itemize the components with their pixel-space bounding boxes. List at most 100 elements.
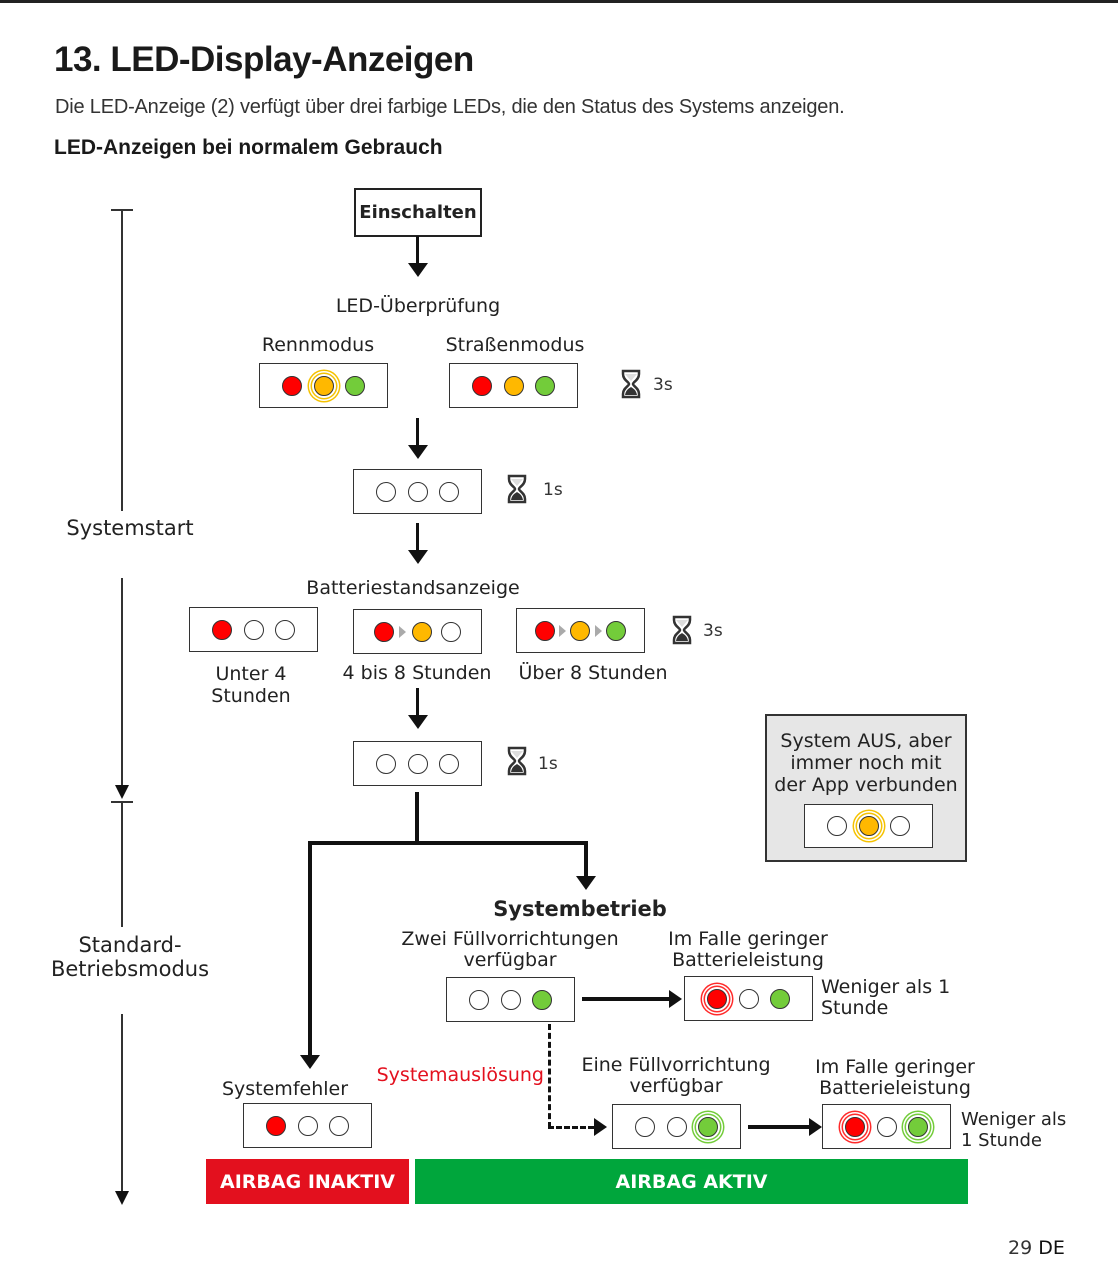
phase-standard-label: Standard- Betriebsmodus <box>35 933 225 981</box>
battery-level-mid-panel <box>353 609 482 654</box>
hourglass-icon <box>621 369 641 399</box>
system-off-app-text: System AUS, aber immer noch mit der App … <box>767 730 965 796</box>
sequence-arrow-icon <box>594 624 602 637</box>
arrow-shaft <box>416 418 419 446</box>
label-line: Im Falle geringer <box>668 928 828 950</box>
led-off <box>275 619 296 640</box>
battery-level-mid-label: 4 bis 8 Stunden <box>342 662 492 684</box>
system-error-label: Systemfehler <box>221 1078 349 1100</box>
led-off <box>407 753 428 774</box>
led-green-on <box>770 988 791 1009</box>
pause1-duration: 1s <box>543 480 563 500</box>
trigger-dashed-horizontal <box>548 1126 594 1129</box>
low-battery-1-led-panel <box>684 976 813 1021</box>
led-orange-on <box>411 621 432 642</box>
arrow-shaft <box>416 236 419 264</box>
branch-right-line <box>584 841 588 877</box>
led-off <box>439 481 460 502</box>
led-red-blinking <box>844 1116 865 1137</box>
power-on-box: Einschalten <box>354 188 482 237</box>
led-off <box>441 621 462 642</box>
arrow-head <box>408 550 428 564</box>
system-trigger-label: Systemauslösung <box>376 1064 544 1086</box>
led-off <box>500 989 521 1010</box>
language-code: DE <box>1038 1237 1065 1259</box>
led-red-blinking <box>706 988 727 1009</box>
battery-level-high-panel <box>516 608 645 653</box>
one-inflator-led-panel <box>612 1104 741 1149</box>
phase-systemstart-label: Systemstart <box>66 516 194 540</box>
arrow-head <box>300 1055 320 1069</box>
page-title: 13. LED-Display-Anzeigen <box>54 40 474 79</box>
led-red-on <box>211 619 232 640</box>
pause1-led-panel <box>353 469 482 514</box>
label-line: Zwei Füllvorrichtungen <box>401 928 619 950</box>
arrow-shaft <box>416 523 419 551</box>
timeline-line-1 <box>121 209 123 511</box>
trigger-dashed-vertical <box>548 1024 551 1128</box>
system-off-app-led-panel <box>804 804 933 848</box>
led-green-blinking <box>908 1116 929 1137</box>
battery-level-low-label: Unter 4 Stunden <box>190 663 312 707</box>
led-red-on <box>265 1115 286 1136</box>
battery-title: Batteriestandsanzeige <box>306 577 520 599</box>
pause2-led-panel <box>353 741 482 786</box>
led-green-on <box>532 989 553 1010</box>
sequence-arrow-icon <box>399 625 407 638</box>
section-subtitle: LED-Anzeigen bei normalem Gebrauch <box>54 136 443 159</box>
battery-duration: 3s <box>703 621 723 641</box>
timeline-end-arrow <box>115 1191 129 1205</box>
label-line: Batterieleistung <box>819 1077 971 1099</box>
timeline-arrow-1 <box>115 785 129 799</box>
note-line: 1 Stunde <box>961 1130 1042 1151</box>
label-line: Batterieleistung <box>672 949 824 971</box>
timeline-line-2 <box>121 578 123 786</box>
led-orange-on <box>570 620 591 641</box>
low-battery-2-label: Im Falle geringer Batterieleistung <box>795 1057 995 1099</box>
arrow-head <box>408 445 428 459</box>
led-orange-blinking <box>858 816 879 836</box>
led-green-blinking <box>698 1116 719 1137</box>
led-off <box>634 1116 655 1137</box>
top-border <box>0 0 1118 3</box>
led-red-on <box>373 621 394 642</box>
branch-left-line <box>308 841 312 1055</box>
airbag-active-bar: AIRBAG AKTIV <box>415 1159 968 1204</box>
timeline-line-3 <box>121 801 123 927</box>
led-off <box>329 1115 350 1136</box>
led-off <box>890 816 911 836</box>
led-off <box>439 753 460 774</box>
hourglass-icon <box>507 474 527 504</box>
low-battery-1-note: Weniger als 1 Stunde <box>821 977 971 1019</box>
led-off <box>243 619 264 640</box>
led-red-on <box>471 375 492 396</box>
battery-level-high-label: Über 8 Stunden <box>518 662 668 684</box>
note-line: Weniger als <box>961 1109 1067 1130</box>
arrow-shaft <box>748 1125 810 1129</box>
street-mode-label: Straßenmodus <box>445 334 585 356</box>
led-off <box>375 481 396 502</box>
arrow-head <box>576 876 596 890</box>
pause2-duration: 1s <box>538 754 558 774</box>
operation-title: Systembetrieb <box>493 897 667 921</box>
arrow-head <box>594 1118 607 1136</box>
text-line: immer noch mit <box>790 752 942 774</box>
branch-stem <box>415 792 419 844</box>
one-inflator-label: Eine Füllvorrichtung verfügbar <box>566 1055 786 1097</box>
arrow-head <box>408 263 428 277</box>
note-line: Weniger als 1 <box>821 976 951 998</box>
intro-text: Die LED-Anzeige (2) verfügt über drei fa… <box>55 96 845 118</box>
hourglass-icon <box>507 746 527 776</box>
system-off-app-box: System AUS, aber immer noch mit der App … <box>765 714 967 862</box>
led-orange-blinking <box>313 375 334 396</box>
low-battery-1-label: Im Falle geringer Batterieleistung <box>648 929 848 971</box>
label-line: Eine Füllvorrichtung <box>581 1054 771 1076</box>
battery-level-low-panel <box>189 607 318 652</box>
text-line: System AUS, aber <box>780 730 952 752</box>
led-off <box>297 1115 318 1136</box>
label-line: Unter 4 <box>215 663 287 685</box>
arrow-shaft <box>582 997 670 1001</box>
led-off <box>468 989 489 1010</box>
label-line: verfügbar <box>463 949 557 971</box>
